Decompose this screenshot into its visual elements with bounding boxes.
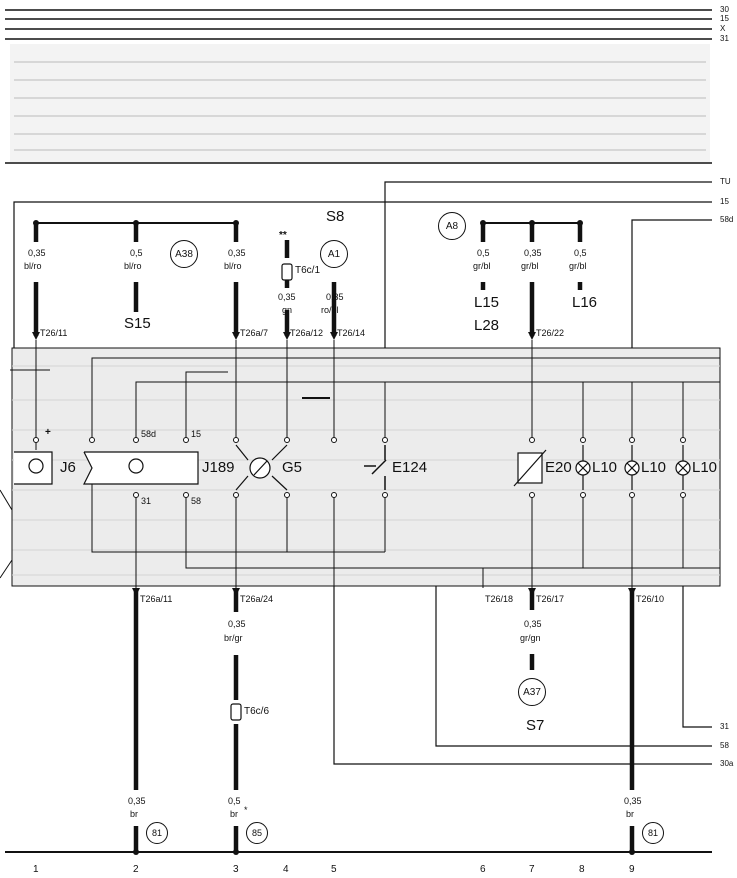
- column-number: 6: [480, 864, 486, 875]
- wire-color-label: ro/bl: [321, 305, 339, 315]
- wire-size-label: 0,5: [477, 248, 490, 258]
- connector-label: T26/11: [40, 328, 68, 338]
- column-number: 1: [33, 864, 39, 875]
- component-label-s8: S8: [326, 208, 345, 225]
- j189-box: [83, 451, 199, 485]
- wire-color-label: bl/ro: [24, 261, 42, 271]
- connector-label: T26a/7: [240, 328, 269, 338]
- l10-lamps: [575, 445, 691, 490]
- fuse-label-t6c6: T6c/6: [244, 706, 270, 717]
- rail-label-15-right: 15: [720, 197, 729, 206]
- connector-label: T26a/11: [140, 594, 173, 604]
- wire-size-label: 0,35: [228, 619, 246, 629]
- component-label-j189: J189: [202, 459, 235, 476]
- component-label-e20: E20: [545, 459, 572, 476]
- wire-size-label: 0,35: [524, 619, 542, 629]
- marker-ground-85: 85: [246, 822, 268, 844]
- rail-label-30: 30: [720, 5, 729, 14]
- rail-label-31-right: 31: [720, 722, 729, 731]
- wire-color-label: bl/ro: [124, 261, 142, 271]
- marker-a37: A37: [518, 678, 546, 706]
- wire-size-label: 0,5: [228, 796, 241, 806]
- internal-wiring: [10, 340, 720, 588]
- terminal-label: 31: [141, 496, 152, 506]
- wire-color-label: br: [230, 809, 239, 819]
- marker-a38: A38: [170, 240, 198, 268]
- e20-rheostat: [513, 449, 547, 487]
- connector-label: T26/10: [636, 594, 665, 604]
- wire-color-label: gr/bl: [521, 261, 539, 271]
- component-label-j6: J6: [60, 459, 76, 476]
- terminal-label: 58d: [141, 429, 157, 439]
- component-label-g5: G5: [282, 459, 303, 476]
- terminal-circles: [33, 437, 686, 498]
- marker-ground-81: 81: [642, 822, 664, 844]
- wire-size-label: 0,5: [574, 248, 587, 258]
- wire-size-label: 0,35: [326, 292, 344, 302]
- fuse-symbols: [230, 263, 293, 721]
- column-number: 7: [529, 864, 535, 875]
- wire-color-label: gr/bl: [473, 261, 491, 271]
- column-number: 9: [629, 864, 635, 875]
- thick-wires: [33, 223, 635, 852]
- wire-size-label: 0,5: [130, 248, 143, 258]
- wire-color-label: gn: [282, 305, 293, 315]
- wire-size-label: 0,35: [228, 248, 246, 258]
- connector-label: T26/17: [536, 594, 565, 604]
- column-number: 3: [233, 864, 239, 875]
- wire-size-label: 0,35: [278, 292, 296, 302]
- terminal-label: +: [45, 427, 51, 438]
- marker-a1: A1: [320, 240, 348, 268]
- wire-color-label: gr/gn: [520, 633, 541, 643]
- wire-size-label: 0,35: [524, 248, 542, 258]
- rail-label-15: 15: [720, 14, 729, 23]
- component-label-l28: L28: [474, 317, 500, 334]
- wire-size-label: 0,35: [28, 248, 46, 258]
- terminal-label: 58: [191, 496, 202, 506]
- wire-size-label: 0,35: [128, 796, 146, 806]
- component-label-l10: L10: [641, 459, 667, 476]
- column-number: 4: [283, 864, 289, 875]
- column-number: 2: [133, 864, 139, 875]
- component-label-s7: S7: [526, 717, 545, 734]
- asterisk-mark: *: [244, 805, 248, 815]
- connector-label: T26/18: [485, 594, 514, 604]
- marker-ground-81: 81: [146, 822, 168, 844]
- top-rails: [5, 9, 712, 40]
- component-label-l16: L16: [572, 294, 598, 311]
- column-number: 5: [331, 864, 337, 875]
- wire-color-label: gr/bl: [569, 261, 587, 271]
- rail-label-x: X: [720, 24, 726, 33]
- rail-label-30a: 30a: [720, 759, 734, 768]
- component-label-l15: L15: [474, 294, 500, 311]
- wire-color-label: br: [626, 809, 635, 819]
- connector-label: T26/14: [337, 328, 366, 338]
- rail-label-58d: 58d: [720, 215, 734, 224]
- wire-size-label: 0,35: [624, 796, 642, 806]
- connector-label: T26/22: [536, 328, 565, 338]
- rail-label-58: 58: [720, 741, 729, 750]
- j6-box: [14, 451, 53, 485]
- marker-a8: A8: [438, 212, 466, 240]
- hatched-band: [10, 44, 710, 162]
- connector-label: T26a/24: [240, 594, 274, 604]
- wire-color-label: br/gr: [224, 633, 243, 643]
- g5-gauge: [235, 444, 288, 491]
- rail-label-31: 31: [720, 34, 729, 43]
- wire-color-label: bl/ro: [224, 261, 242, 271]
- connector-arrows: [32, 332, 636, 596]
- component-label-s15: S15: [124, 315, 151, 332]
- component-label-l10: L10: [692, 459, 718, 476]
- rail-label-tu: TU: [720, 177, 731, 186]
- wire-color-label: br: [130, 809, 139, 819]
- e124-switch: [364, 445, 387, 490]
- stars-mark: **: [279, 230, 287, 241]
- component-label-e124: E124: [392, 459, 428, 476]
- terminal-label: 15: [191, 429, 202, 439]
- component-label-l10: L10: [592, 459, 618, 476]
- column-number: 8: [579, 864, 585, 875]
- fuse-label-t6c1: T6c/1: [295, 265, 321, 276]
- connector-label: T26a/12: [290, 328, 324, 338]
